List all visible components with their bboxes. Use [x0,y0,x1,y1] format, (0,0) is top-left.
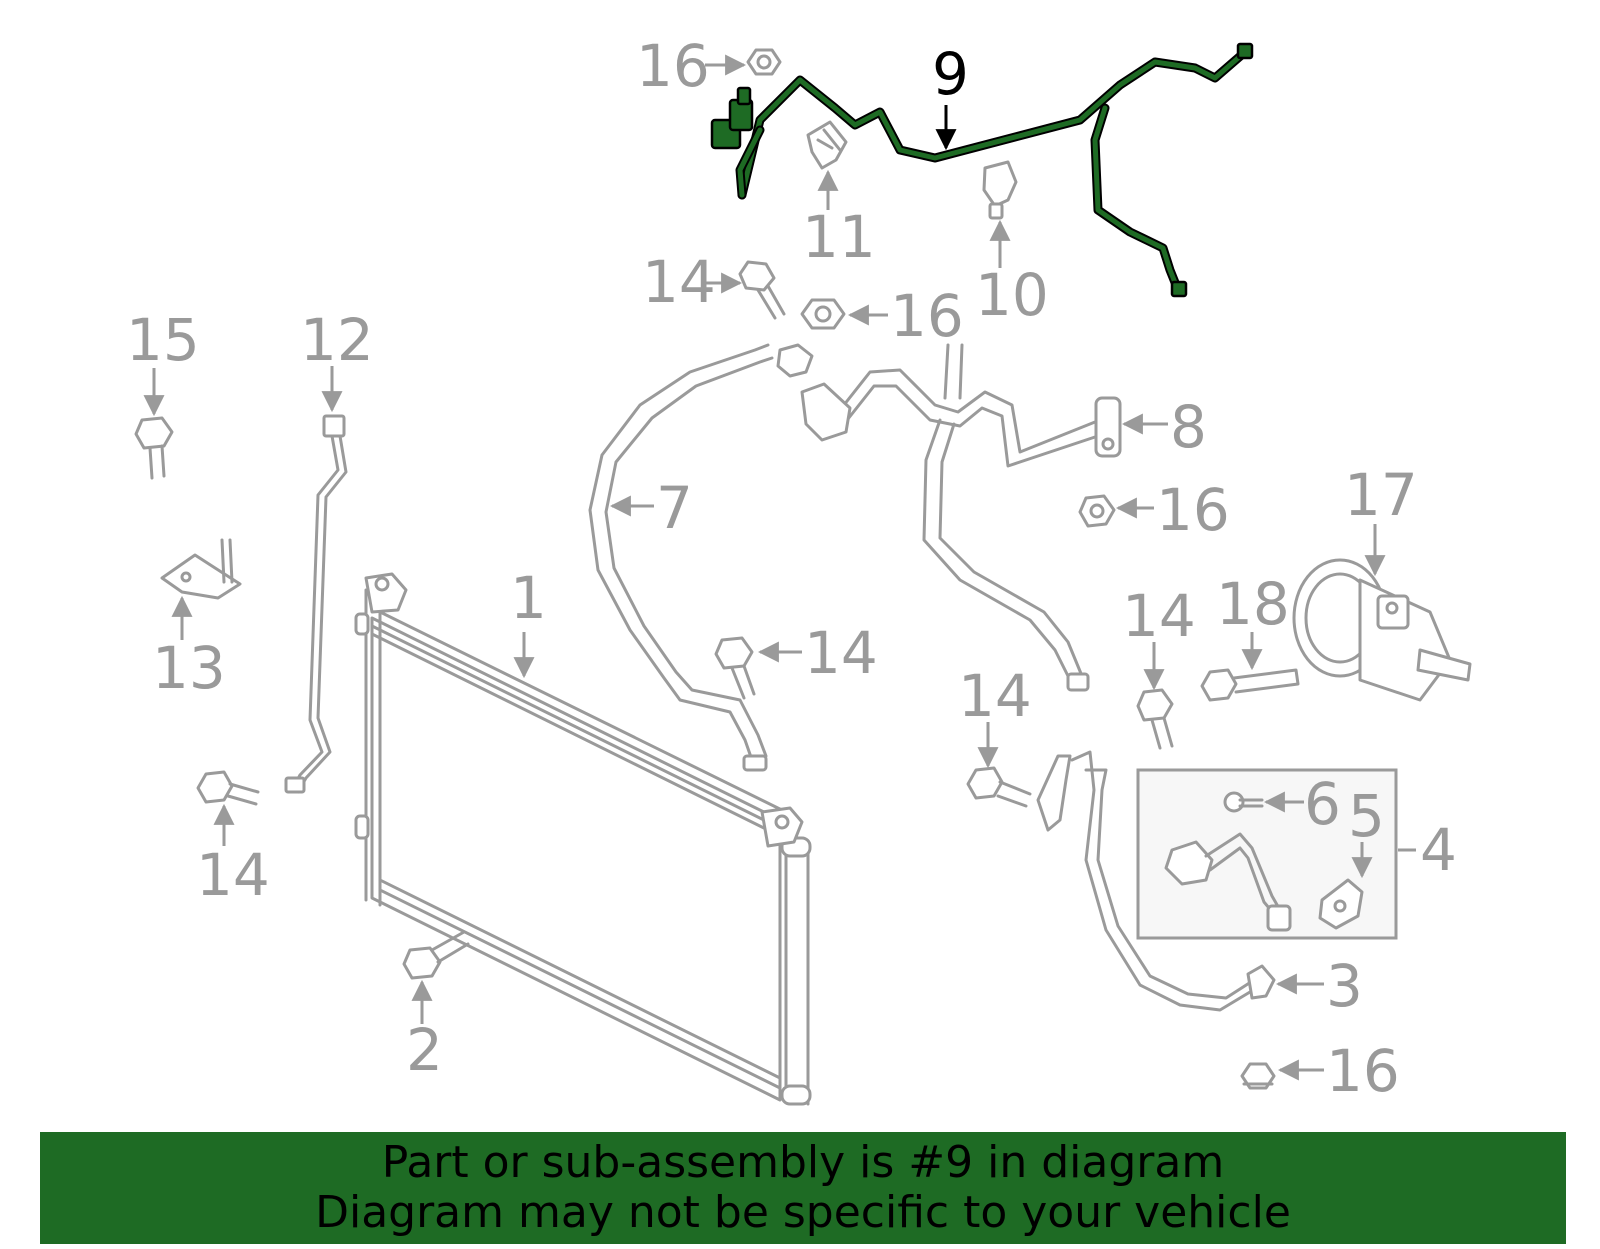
callout-16c: 16 [1156,476,1230,544]
part-18-bolt [1200,668,1300,702]
callout-16d: 16 [1326,1037,1400,1105]
callout-4: 4 [1420,816,1457,884]
callout-10: 10 [975,261,1049,329]
callout-14e: 14 [958,662,1032,730]
part-12-liquid-line [284,414,348,794]
callout-18: 18 [1216,570,1290,638]
part-2-bolt [402,930,470,980]
callout-5: 5 [1348,782,1385,850]
part-14-bolt-lower-left [196,770,260,806]
part-13-bracket [160,538,242,600]
part-16-nut-top [746,48,782,76]
part-5-valve [1318,878,1364,930]
part-15-bolt [134,416,174,480]
callout-7: 7 [656,474,693,542]
part-10-sensor [982,160,1018,220]
part-14-bolt-right-lower [966,766,1032,808]
part-11-clip [806,120,848,170]
callout-14b: 14 [196,841,270,909]
info-banner: Part or sub-assembly is #9 in diagram Di… [40,1132,1566,1244]
part-3-hose [1036,750,1276,1012]
part-16-nut-middle [800,298,846,330]
banner-line-2: Diagram may not be specific to your vehi… [315,1187,1291,1238]
part-1-condenser [354,572,812,1106]
part-14-bolt-center [714,636,756,700]
callout-12: 12 [300,306,374,374]
banner-line-1: Part or sub-assembly is #9 in diagram [381,1137,1225,1188]
callout-14d: 14 [1122,582,1196,650]
part-9-hose-assembly[interactable] [710,42,1254,298]
callout-14a: 14 [642,248,716,316]
part-17-compressor [1292,558,1472,702]
part-6-screw [1223,791,1264,813]
part-7-discharge-hose [588,343,814,772]
callout-16b: 16 [890,282,964,350]
callout-1: 1 [510,564,547,632]
part-14-bolt-top [738,260,786,320]
callout-13: 13 [152,634,226,702]
part-16-nut-bottom [1240,1062,1276,1090]
callout-9: 9 [932,40,969,108]
part-8-suction-pipe [800,343,1122,692]
callout-2: 2 [406,1016,443,1084]
callout-16a: 16 [636,32,710,100]
part-16-nut-right [1078,494,1116,528]
callout-17: 17 [1344,461,1418,529]
part-14-bolt-right [1136,688,1174,750]
callout-15: 15 [126,306,200,374]
callout-14c: 14 [804,619,878,687]
callout-3: 3 [1326,952,1363,1020]
callout-11: 11 [802,203,876,271]
callout-8: 8 [1170,393,1207,461]
callout-6: 6 [1304,770,1341,838]
